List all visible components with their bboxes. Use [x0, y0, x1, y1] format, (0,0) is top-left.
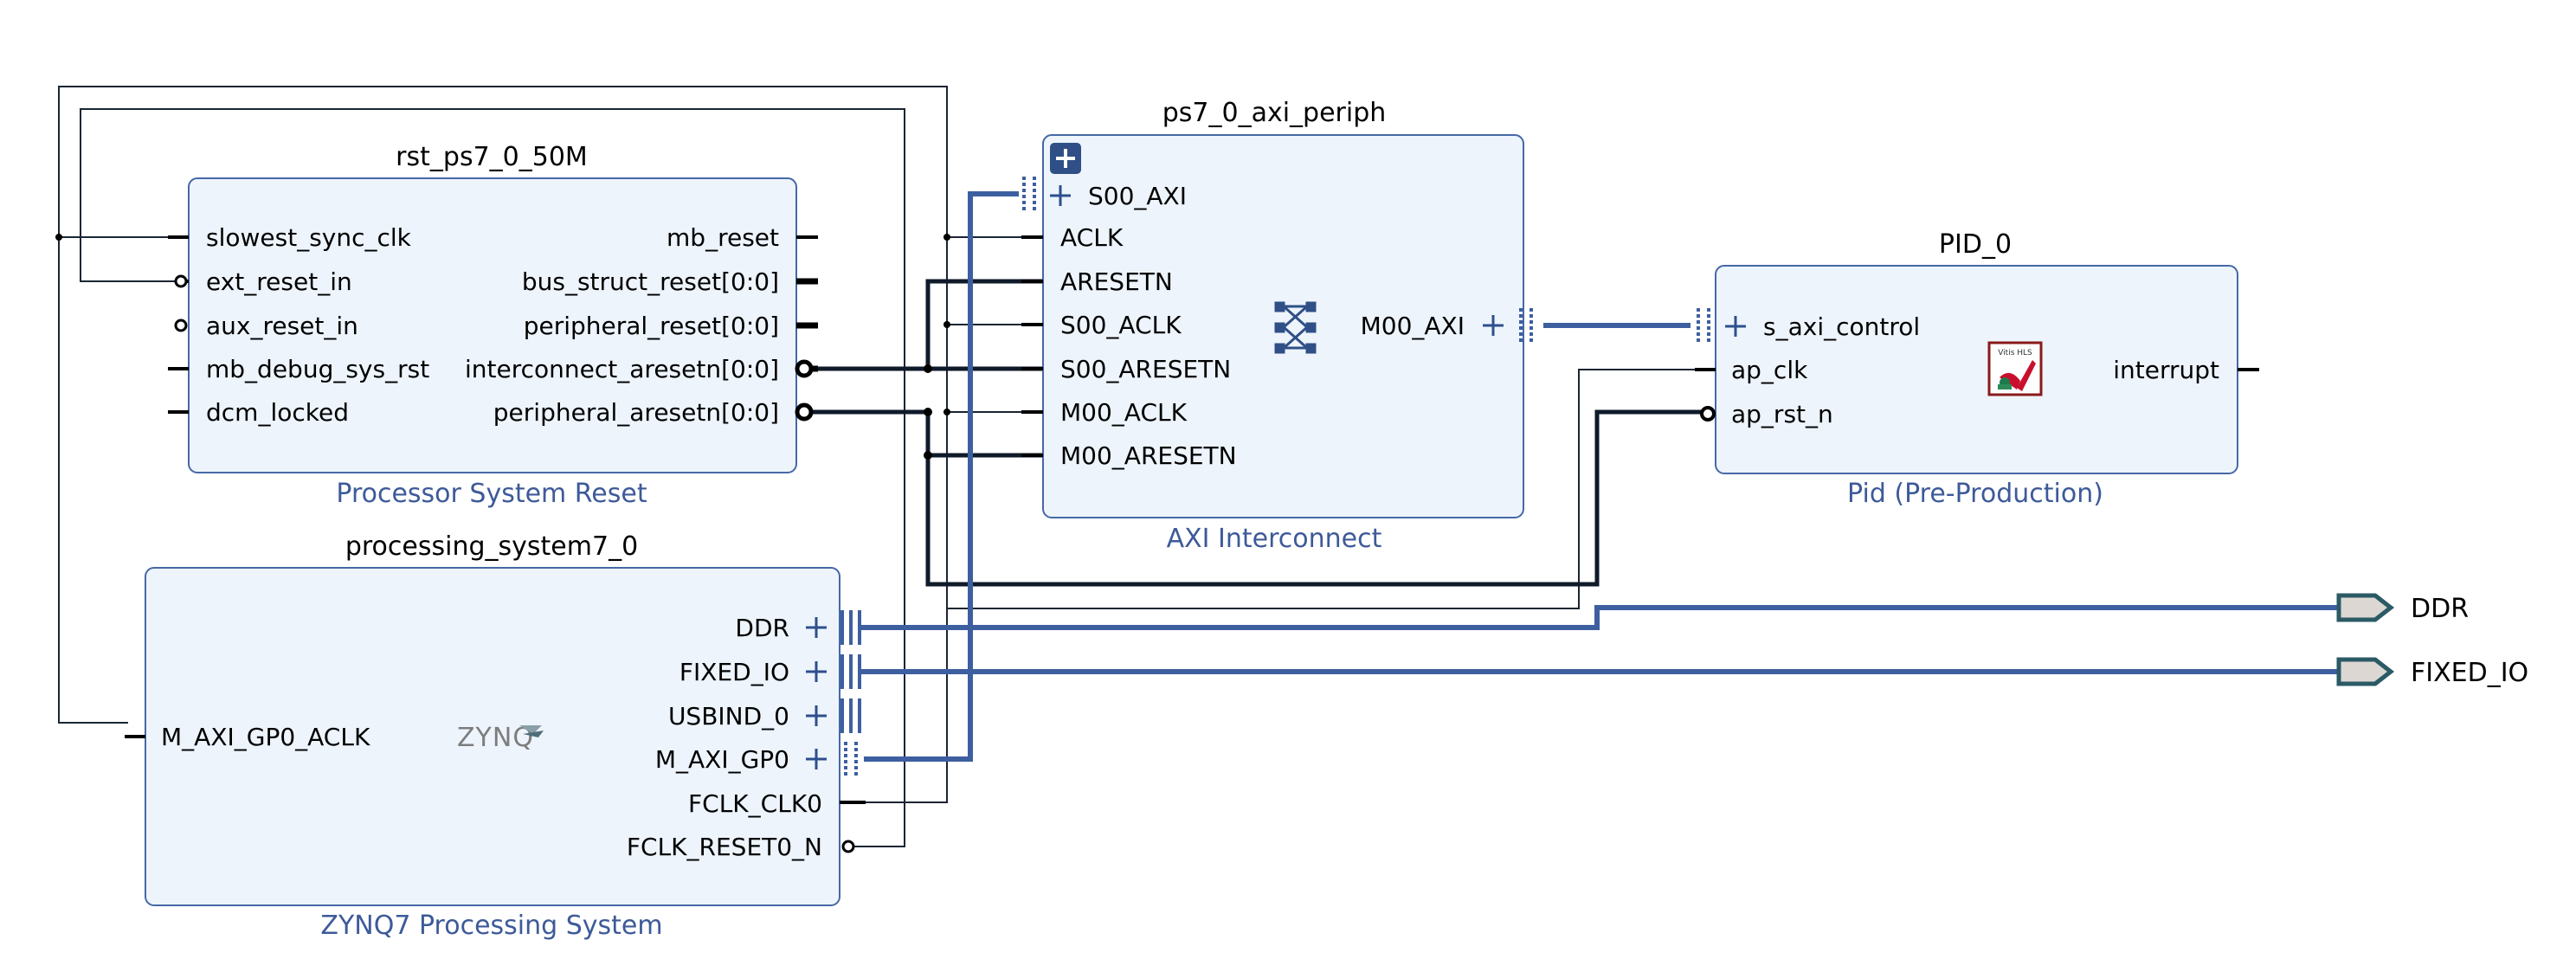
pin-bus-struct-reset: bus_struct_reset[0:0] — [522, 267, 779, 296]
pin-ap-rst-n: ap_rst_n — [1731, 400, 1833, 428]
pin-m-axi-gp0: M_AXI_GP0 — [655, 745, 789, 774]
pin-ap-clk: ap_clk — [1731, 356, 1808, 384]
pin-fclk-reset0-n: FCLK_RESET0_N — [627, 833, 822, 861]
pin-ddr: DDR — [735, 614, 789, 642]
bus-m-axi-gp0[interactable] — [864, 191, 1019, 762]
active-low-bubble — [841, 840, 855, 853]
port-arrow-icon[interactable] — [2336, 657, 2395, 686]
active-low-bubble — [174, 274, 188, 288]
net-interconnect-aresetn[interactable] — [806, 279, 1043, 371]
bus-interface-icon[interactable] — [840, 610, 861, 645]
pin-m00-aresetn: M00_ARESETN — [1060, 441, 1237, 470]
block-pid[interactable]: PID_0 Pid (Pre-Production) s_axi_control… — [1695, 229, 2259, 509]
block-ip-name: AXI Interconnect — [1167, 524, 1382, 554]
expand-plus-icon[interactable] — [1050, 185, 1071, 206]
pin-aresetn: ARESETN — [1060, 267, 1173, 296]
pin-s00-axi: S00_AXI — [1088, 182, 1187, 210]
pin-mb-reset: mb_reset — [667, 223, 779, 252]
block-instance-name: rst_ps7_0_50M — [396, 142, 588, 172]
block-axi-interconnect[interactable]: ps7_0_axi_periph AXI Interconnect S00_AX… — [1021, 98, 1533, 554]
expand-plus-icon[interactable] — [1483, 315, 1504, 336]
bus-ddr[interactable] — [861, 605, 2337, 630]
zynq-logo-icon: ZYNQ — [457, 723, 544, 753]
pin-m00-axi: M00_AXI — [1361, 312, 1465, 340]
nets — [55, 86, 2337, 847]
vitis-hls-logo-icon: Vitis HLS — [1987, 341, 2043, 396]
pin-ext-reset-in: ext_reset_in — [206, 267, 352, 296]
axi-slave-interface-icon[interactable] — [1697, 308, 1710, 343]
pin-m00-aclk: M00_ACLK — [1060, 398, 1188, 427]
net-fclk-clk0[interactable] — [58, 86, 1716, 803]
active-low-bubble — [795, 402, 814, 422]
expand-plus-icon[interactable] — [1725, 316, 1746, 337]
pin-s00-aresetn: S00_ARESETN — [1060, 355, 1231, 383]
expand-plus-icon[interactable] — [806, 749, 827, 769]
block-ip-name: Pid (Pre-Production) — [1847, 479, 2103, 509]
bus-interface-icon[interactable] — [840, 698, 861, 733]
external-port-ddr[interactable]: DDR — [2336, 593, 2469, 624]
pin-fclk-clk0: FCLK_CLK0 — [688, 789, 822, 818]
active-low-bubble — [174, 319, 188, 332]
external-port-label: DDR — [2411, 594, 2469, 624]
pin-fixed-io: FIXED_IO — [679, 658, 789, 686]
expand-plus-icon[interactable] — [806, 661, 827, 682]
port-arrow-icon[interactable] — [2336, 593, 2395, 622]
net-fclk-reset0-n[interactable] — [80, 108, 905, 847]
pin-interrupt: interrupt — [2113, 356, 2219, 384]
block-instance-name: processing_system7_0 — [345, 531, 638, 562]
pin-peripheral-aresetn: peripheral_aresetn[0:0] — [493, 398, 779, 427]
axi-slave-interface-icon[interactable] — [1022, 177, 1036, 211]
axi-master-interface-icon[interactable] — [844, 742, 858, 776]
expand-plus-icon[interactable] — [806, 617, 827, 638]
pin-s00-aclk: S00_ACLK — [1060, 311, 1182, 339]
pin-aux-reset-in: aux_reset_in — [206, 312, 358, 340]
zynq-logo-text: ZYNQ — [457, 723, 534, 753]
pin-usbind-0: USBIND_0 — [668, 702, 789, 731]
block-instance-name: ps7_0_axi_periph — [1162, 98, 1387, 128]
block-ip-name: ZYNQ7 Processing System — [320, 911, 662, 941]
expand-plus-icon[interactable] — [806, 705, 827, 726]
external-port-fixed-io[interactable]: FIXED_IO — [2336, 657, 2528, 688]
net-junctions — [55, 234, 950, 460]
block-instance-name: PID_0 — [1939, 229, 2012, 260]
pin-aclk: ACLK — [1060, 223, 1124, 252]
bus-interface-icon[interactable] — [840, 654, 861, 689]
block-rst-ps7[interactable]: rst_ps7_0_50M Processor System Reset slo… — [168, 142, 818, 509]
pin-m-axi-gp0-aclk: M_AXI_GP0_ACLK — [161, 723, 370, 751]
external-port-label: FIXED_IO — [2411, 658, 2528, 688]
crossbar-icon — [1274, 301, 1317, 354]
vitis-hls-logo-text: Vitis HLS — [1998, 349, 2032, 357]
expand-hierarchy-button[interactable] — [1050, 143, 1081, 174]
pin-s-axi-control: s_axi_control — [1763, 312, 1920, 341]
pin-interconnect-aresetn: interconnect_aresetn[0:0] — [465, 355, 779, 383]
block-ip-name: Processor System Reset — [336, 479, 647, 509]
pin-dcm-locked: dcm_locked — [206, 398, 349, 427]
block-processing-system7[interactable]: processing_system7_0 ZYNQ7 Processing Sy… — [125, 531, 866, 941]
pin-peripheral-reset: peripheral_reset[0:0] — [524, 312, 779, 340]
pin-mb-debug-sys-rst: mb_debug_sys_rst — [206, 355, 429, 383]
active-low-bubble — [1700, 406, 1716, 422]
pin-slowest-sync-clk: slowest_sync_clk — [206, 223, 412, 252]
active-low-bubble — [795, 359, 814, 378]
